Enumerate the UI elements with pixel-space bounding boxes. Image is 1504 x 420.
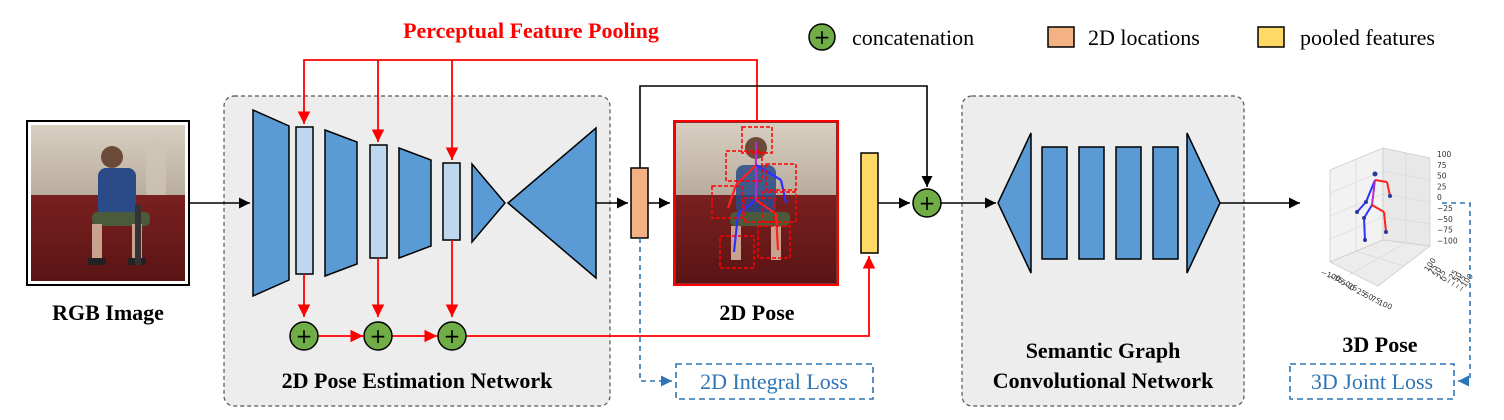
z-tick-3: 25 bbox=[1437, 182, 1447, 191]
z-tick-8: −100 bbox=[1437, 236, 1458, 245]
sgcn-blocks bbox=[997, 132, 1221, 274]
legend-concat-plus: + bbox=[814, 25, 831, 49]
loss-3d-box bbox=[1289, 363, 1455, 400]
pose-net-blocks bbox=[252, 108, 597, 298]
sgcn-input-block bbox=[997, 132, 1032, 274]
pooling-title: Perceptual Feature Pooling bbox=[403, 18, 659, 43]
rgb-image-label: RGB Image bbox=[52, 300, 164, 325]
y-tick-4: 0 bbox=[1439, 274, 1449, 283]
z-tick-0: 100 bbox=[1437, 150, 1452, 159]
z-tick-6: −50 bbox=[1437, 215, 1453, 224]
x-tick-7: 75 bbox=[1370, 294, 1382, 306]
encoder-block-1 bbox=[252, 108, 290, 298]
z-tick-1: 75 bbox=[1437, 161, 1447, 170]
x-tick-5: 25 bbox=[1355, 287, 1367, 299]
z-tick-4: 0 bbox=[1437, 193, 1442, 202]
concat-node-2-plus: + bbox=[370, 324, 387, 348]
sgcn-label-line2: Convolutional Network bbox=[993, 368, 1214, 393]
pose-net-label: 2D Pose Estimation Network bbox=[282, 368, 553, 393]
concat-node-2 bbox=[363, 321, 393, 351]
legend: + concatenation 2D locations pooled feat… bbox=[808, 23, 1435, 51]
legend-concat-label: concatenation bbox=[852, 25, 974, 50]
pooled-features-box bbox=[860, 152, 879, 254]
legend-concat-icon bbox=[808, 23, 836, 51]
loss-routes bbox=[639, 202, 1471, 387]
sgcn-layer-2 bbox=[1078, 146, 1105, 260]
location-2d-box bbox=[630, 167, 649, 239]
z-tick-5: −25 bbox=[1437, 204, 1453, 213]
pose-3d-joints bbox=[1355, 171, 1392, 242]
pose-3d-floor bbox=[1329, 239, 1432, 287]
loss-3d-label: 3D Joint Loss bbox=[1311, 369, 1433, 394]
x-tick-6: 50 bbox=[1362, 290, 1374, 302]
pose-2d-image bbox=[673, 120, 839, 286]
pose-3d-skeleton bbox=[1356, 179, 1391, 241]
concat-node-1-plus: + bbox=[296, 324, 313, 348]
pooled-feature-1 bbox=[295, 126, 314, 275]
concat-nodes: + + + bbox=[289, 321, 467, 351]
z-tick-2: 50 bbox=[1437, 172, 1447, 181]
locations-skip-route bbox=[639, 85, 933, 187]
pooled-feature-3 bbox=[442, 162, 461, 241]
legend-location-label: 2D locations bbox=[1088, 25, 1200, 50]
z-tick-7: −75 bbox=[1437, 226, 1453, 235]
sgcn-layer-3 bbox=[1115, 146, 1142, 260]
encoder-block-2 bbox=[324, 128, 358, 278]
sgcn-layer-4 bbox=[1152, 146, 1179, 260]
loss-2d-label: 2D Integral Loss bbox=[700, 369, 848, 394]
sgcn-label-line1: Semantic Graph bbox=[1026, 338, 1181, 363]
pose-2d-label: 2D Pose bbox=[719, 300, 794, 325]
concat-node-1 bbox=[289, 321, 319, 351]
pooling-routes-top bbox=[297, 59, 758, 160]
concat-node-3 bbox=[437, 321, 467, 351]
concat-node-3-plus: + bbox=[444, 324, 461, 348]
x-tick-8: 100 bbox=[1377, 298, 1394, 312]
pose-3d-grid bbox=[1329, 153, 1431, 276]
legend-pooled-label: pooled features bbox=[1300, 25, 1435, 50]
encoder-block-3 bbox=[398, 146, 432, 260]
sgcn-layer-1 bbox=[1041, 146, 1068, 260]
sgcn-output-block bbox=[1186, 132, 1221, 274]
legend-pooled-swatch bbox=[1257, 26, 1285, 48]
legend-location-swatch bbox=[1047, 26, 1075, 48]
pose-3d-label: 3D Pose bbox=[1342, 332, 1417, 357]
pooling-routes-bottom bbox=[297, 240, 876, 343]
loss-2d-box bbox=[675, 363, 874, 400]
pooled-feature-2 bbox=[369, 144, 388, 259]
x-tick-4: 0 bbox=[1348, 283, 1356, 293]
main-concat-plus: + bbox=[919, 191, 936, 215]
rgb-image bbox=[26, 120, 190, 286]
bottleneck-funnel bbox=[471, 161, 506, 245]
